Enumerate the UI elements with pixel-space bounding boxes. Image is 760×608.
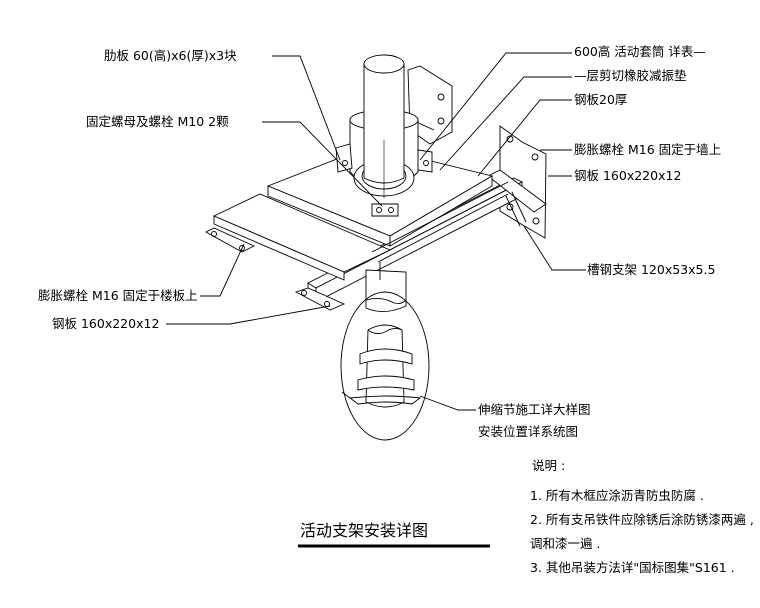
notes-block: 说明 : 1. 所有木框应涂沥青防虫防腐 . 2. 所有支吊铁件应除锈后涂防锈漆… bbox=[530, 458, 754, 575]
label-sleeve: 600高 活动套筒 详表— bbox=[574, 44, 706, 59]
label-joint-line2: 安装位置详系统图 bbox=[478, 424, 578, 439]
note-item-2-cont: 调和漆一遍 . bbox=[530, 536, 600, 551]
label-rubber-pad: —层剪切橡胶减振垫 bbox=[574, 68, 687, 83]
pipe-upper bbox=[363, 54, 405, 198]
label-wall-plate: 钢板 160x220x12 bbox=[574, 168, 681, 183]
rib-plates bbox=[335, 143, 433, 217]
note-item-3: 3. 其他吊装方法详"国标图集"S161 . bbox=[530, 560, 735, 575]
label-rib-plate: 肋板 60(高)x6(厚)x3块 bbox=[104, 48, 237, 63]
pipe-lower bbox=[365, 269, 407, 312]
note-item-2: 2. 所有支吊铁件应除锈后涂防锈漆两遍 , bbox=[530, 512, 754, 527]
leader-lines bbox=[166, 52, 586, 411]
label-wall-bolt: 膨胀螺栓 M16 固定于墙上 bbox=[574, 142, 721, 157]
channel-beam-flange bbox=[371, 181, 509, 280]
label-floor-bolt: 膨胀螺栓 M16 固定于楼板上 bbox=[38, 288, 198, 303]
note-item-1: 1. 所有木框应涂沥青防虫防腐 . bbox=[530, 488, 704, 503]
channel-brace bbox=[487, 169, 547, 227]
label-joint-line1: 伸缩节施工详大样图 bbox=[478, 402, 591, 417]
channel-beam-left bbox=[205, 193, 392, 281]
notes-heading: 说明 : bbox=[532, 458, 565, 473]
label-steel-plate-20: 钢板20厚 bbox=[574, 92, 627, 107]
label-fix-bolt: 固定螺母及螺栓 M10 2颗 bbox=[86, 114, 229, 129]
drawing-title: 活动支架安装详图 bbox=[300, 521, 428, 540]
expansion-joint-detail bbox=[340, 291, 430, 441]
label-floor-plate: 钢板 160x220x12 bbox=[52, 316, 159, 331]
label-channel: 槽钢支架 120x53x5.5 bbox=[587, 262, 715, 277]
